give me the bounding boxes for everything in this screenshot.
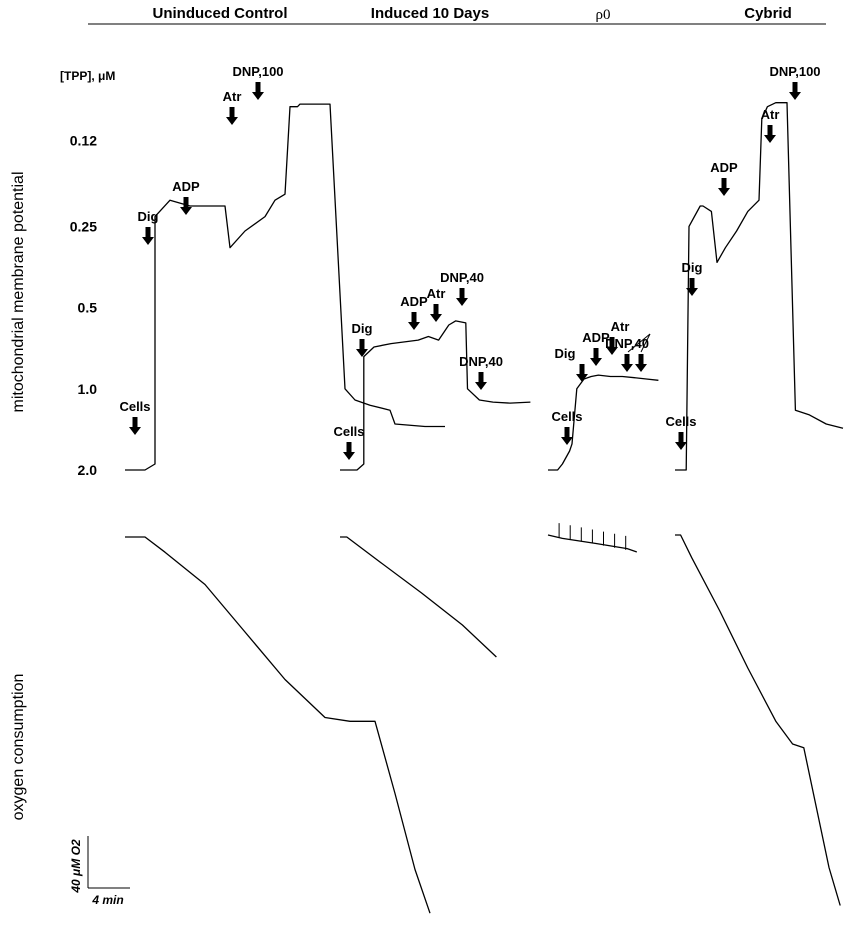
membrane-trace-0	[548, 374, 659, 471]
arrow-dnp-100: DNP,100	[232, 64, 284, 100]
arrow-head-icon	[789, 82, 801, 100]
arrow-dnp40-second	[627, 333, 651, 372]
arrow-cells: Cells	[333, 424, 365, 460]
arrow-atr: Atr	[606, 319, 629, 355]
membrane-trace-induced-10-days	[340, 320, 531, 471]
arrow-head-icon	[408, 312, 420, 330]
arrow-atr: Atr	[427, 286, 446, 322]
arrow-dig: Dig	[352, 321, 373, 357]
arrow-dnp-40: DNP,40	[459, 354, 503, 390]
arrow-label: Cells	[119, 399, 150, 414]
header-rho0: ρ0	[596, 7, 611, 23]
arrow-head-icon	[475, 372, 487, 390]
arrow-head-icon	[590, 348, 602, 366]
arrow-dnp-100: DNP,100	[769, 64, 821, 100]
arrow-head-icon	[675, 432, 687, 450]
arrow-head-icon	[252, 82, 264, 100]
arrow-atr: Atr	[761, 107, 780, 143]
arrow-head-icon	[343, 442, 355, 460]
addition-arrows: CellsDigADPAtrDNP,100CellsDigADPAtrDNP,4…	[119, 64, 821, 460]
oxygen-traces	[125, 523, 841, 914]
pointer-line	[627, 333, 651, 353]
oxygen-trace-0	[547, 534, 638, 553]
arrow-dig: Dig	[555, 346, 588, 382]
y-tick-0-12: 0.12	[70, 132, 97, 148]
arrow-head-icon	[764, 125, 776, 143]
arrow-label: ADP	[400, 294, 428, 309]
oxygen-trace-uninduced-control	[125, 536, 431, 914]
arrow-label: DNP,100	[769, 64, 820, 79]
oxygen-trace-induced-10-days	[340, 536, 497, 658]
arrow-label: Cells	[551, 409, 582, 424]
arrow-dig: Dig	[682, 260, 703, 296]
arrow-dnp-40: DNP,40	[605, 336, 649, 372]
arrow-head-icon	[576, 364, 588, 382]
arrow-dig: Dig	[138, 209, 159, 245]
arrow-head-icon	[718, 178, 730, 196]
arrow-head-icon	[430, 304, 442, 322]
arrow-label: Cells	[665, 414, 696, 429]
arrow-label: Atr	[427, 286, 446, 301]
arrow-adp: ADP	[582, 330, 610, 366]
tpp-unit-label: [TPP], μM	[60, 69, 115, 83]
arrow-label: ADP	[582, 330, 610, 345]
arrow-label: Dig	[682, 260, 703, 275]
arrow-head-icon	[226, 107, 238, 125]
arrow-adp: ADP	[172, 179, 200, 215]
arrow-label: Atr	[761, 107, 780, 122]
y-title-oxygen-consumption: oxygen consumption	[10, 674, 27, 821]
arrow-label: Dig	[352, 321, 373, 336]
y-tick-1-0: 1.0	[78, 381, 98, 397]
arrow-cells: Cells	[551, 409, 583, 445]
arrow-label: Dig	[555, 346, 576, 361]
arrow-label: ADP	[710, 160, 738, 175]
arrow-label: Dig	[138, 209, 159, 224]
scale-bar-horizontal-label: 4 min	[91, 893, 123, 907]
membrane-trace-cybrid	[675, 102, 844, 471]
arrow-label: ADP	[172, 179, 200, 194]
arrow-label: Atr	[611, 319, 630, 334]
arrow-adp: ADP	[710, 160, 738, 196]
arrow-head-icon	[129, 417, 141, 435]
pointer-line	[640, 333, 651, 353]
arrow-cells: Cells	[665, 414, 697, 450]
membrane-potential-traces	[125, 102, 844, 471]
arrow-cells: Cells	[119, 399, 151, 435]
scale-bar: 40 μM O2 4 min	[69, 836, 130, 907]
arrow-head-icon	[606, 337, 618, 355]
arrow-label: Atr	[223, 89, 242, 104]
arrow-head-icon	[180, 197, 192, 215]
scale-bar-vertical-label: 40 μM O2	[69, 839, 83, 894]
y-tick-2-0: 2.0	[78, 462, 98, 478]
arrow-head-icon	[142, 227, 154, 245]
header-cybrid: Cybrid	[744, 5, 792, 22]
oxygen-trace-cybrid	[675, 534, 841, 906]
arrow-label: DNP,40	[605, 336, 649, 351]
arrow-label: Cells	[333, 424, 364, 439]
arrow-dnp-40: DNP,40	[440, 270, 484, 306]
y-tick-0-25: 0.25	[70, 218, 97, 234]
membrane-trace-uninduced-control	[125, 103, 445, 471]
arrow-label: DNP,100	[232, 64, 283, 79]
y-tick-0-5: 0.5	[78, 300, 98, 316]
header-induced-10-days: Induced 10 Days	[371, 5, 489, 22]
y-title-membrane-potential: mitochondrial membrane potential	[10, 171, 27, 412]
arrow-atr: Atr	[223, 89, 242, 125]
arrow-head-icon	[356, 339, 368, 357]
y-tick-labels: 0.12 0.25 0.5 1.0 2.0	[70, 132, 97, 478]
header-uninduced-control: Uninduced Control	[153, 5, 288, 22]
arrow-head-icon	[686, 278, 698, 296]
arrow-head-icon	[561, 427, 573, 445]
arrow-label: DNP,40	[459, 354, 503, 369]
arrow-head-icon	[621, 354, 633, 372]
arrow-adp: ADP	[400, 294, 428, 330]
arrow-label: DNP,40	[440, 270, 484, 285]
arrow-head-icon	[635, 354, 647, 372]
arrow-head-icon	[456, 288, 468, 306]
